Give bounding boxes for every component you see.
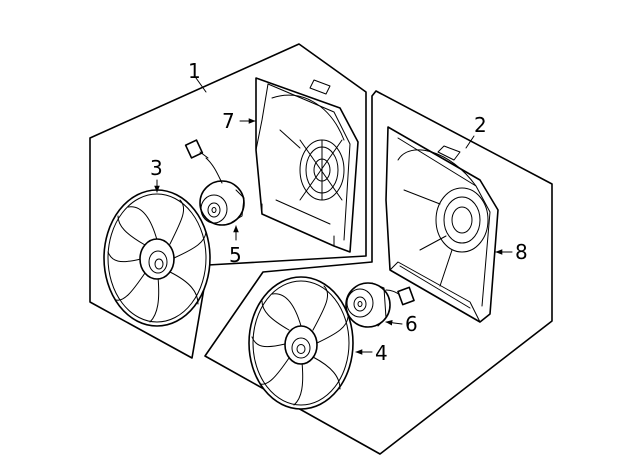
fan-motor-5	[184, 139, 245, 226]
callout-3-label: 3	[150, 156, 163, 180]
fan-blade-3	[103, 189, 211, 327]
assembly-1-outline	[89, 43, 367, 359]
callout-7: 7	[222, 109, 256, 133]
callout-6-label: 6	[405, 312, 418, 336]
callout-8: 8	[495, 240, 528, 264]
callout-5-label: 5	[229, 243, 242, 267]
callout-3: 3	[150, 156, 163, 193]
fan-shroud-7	[255, 77, 359, 253]
callout-2-label: 2	[474, 113, 487, 137]
callout-6: 6	[385, 312, 418, 336]
assembly-2-outline	[204, 90, 553, 455]
fan-motor-6	[345, 282, 415, 328]
callout-5: 5	[229, 225, 242, 267]
callout-2: 2	[465, 113, 487, 149]
callout-7-label: 7	[222, 109, 235, 133]
fan-shroud-8	[385, 126, 499, 323]
callout-4-label: 4	[375, 341, 388, 365]
callout-4: 4	[355, 341, 388, 365]
callout-1: 1	[188, 59, 207, 93]
fan-blade-4	[248, 276, 354, 410]
callout-1-label: 1	[188, 59, 201, 83]
callout-8-label: 8	[515, 240, 528, 264]
